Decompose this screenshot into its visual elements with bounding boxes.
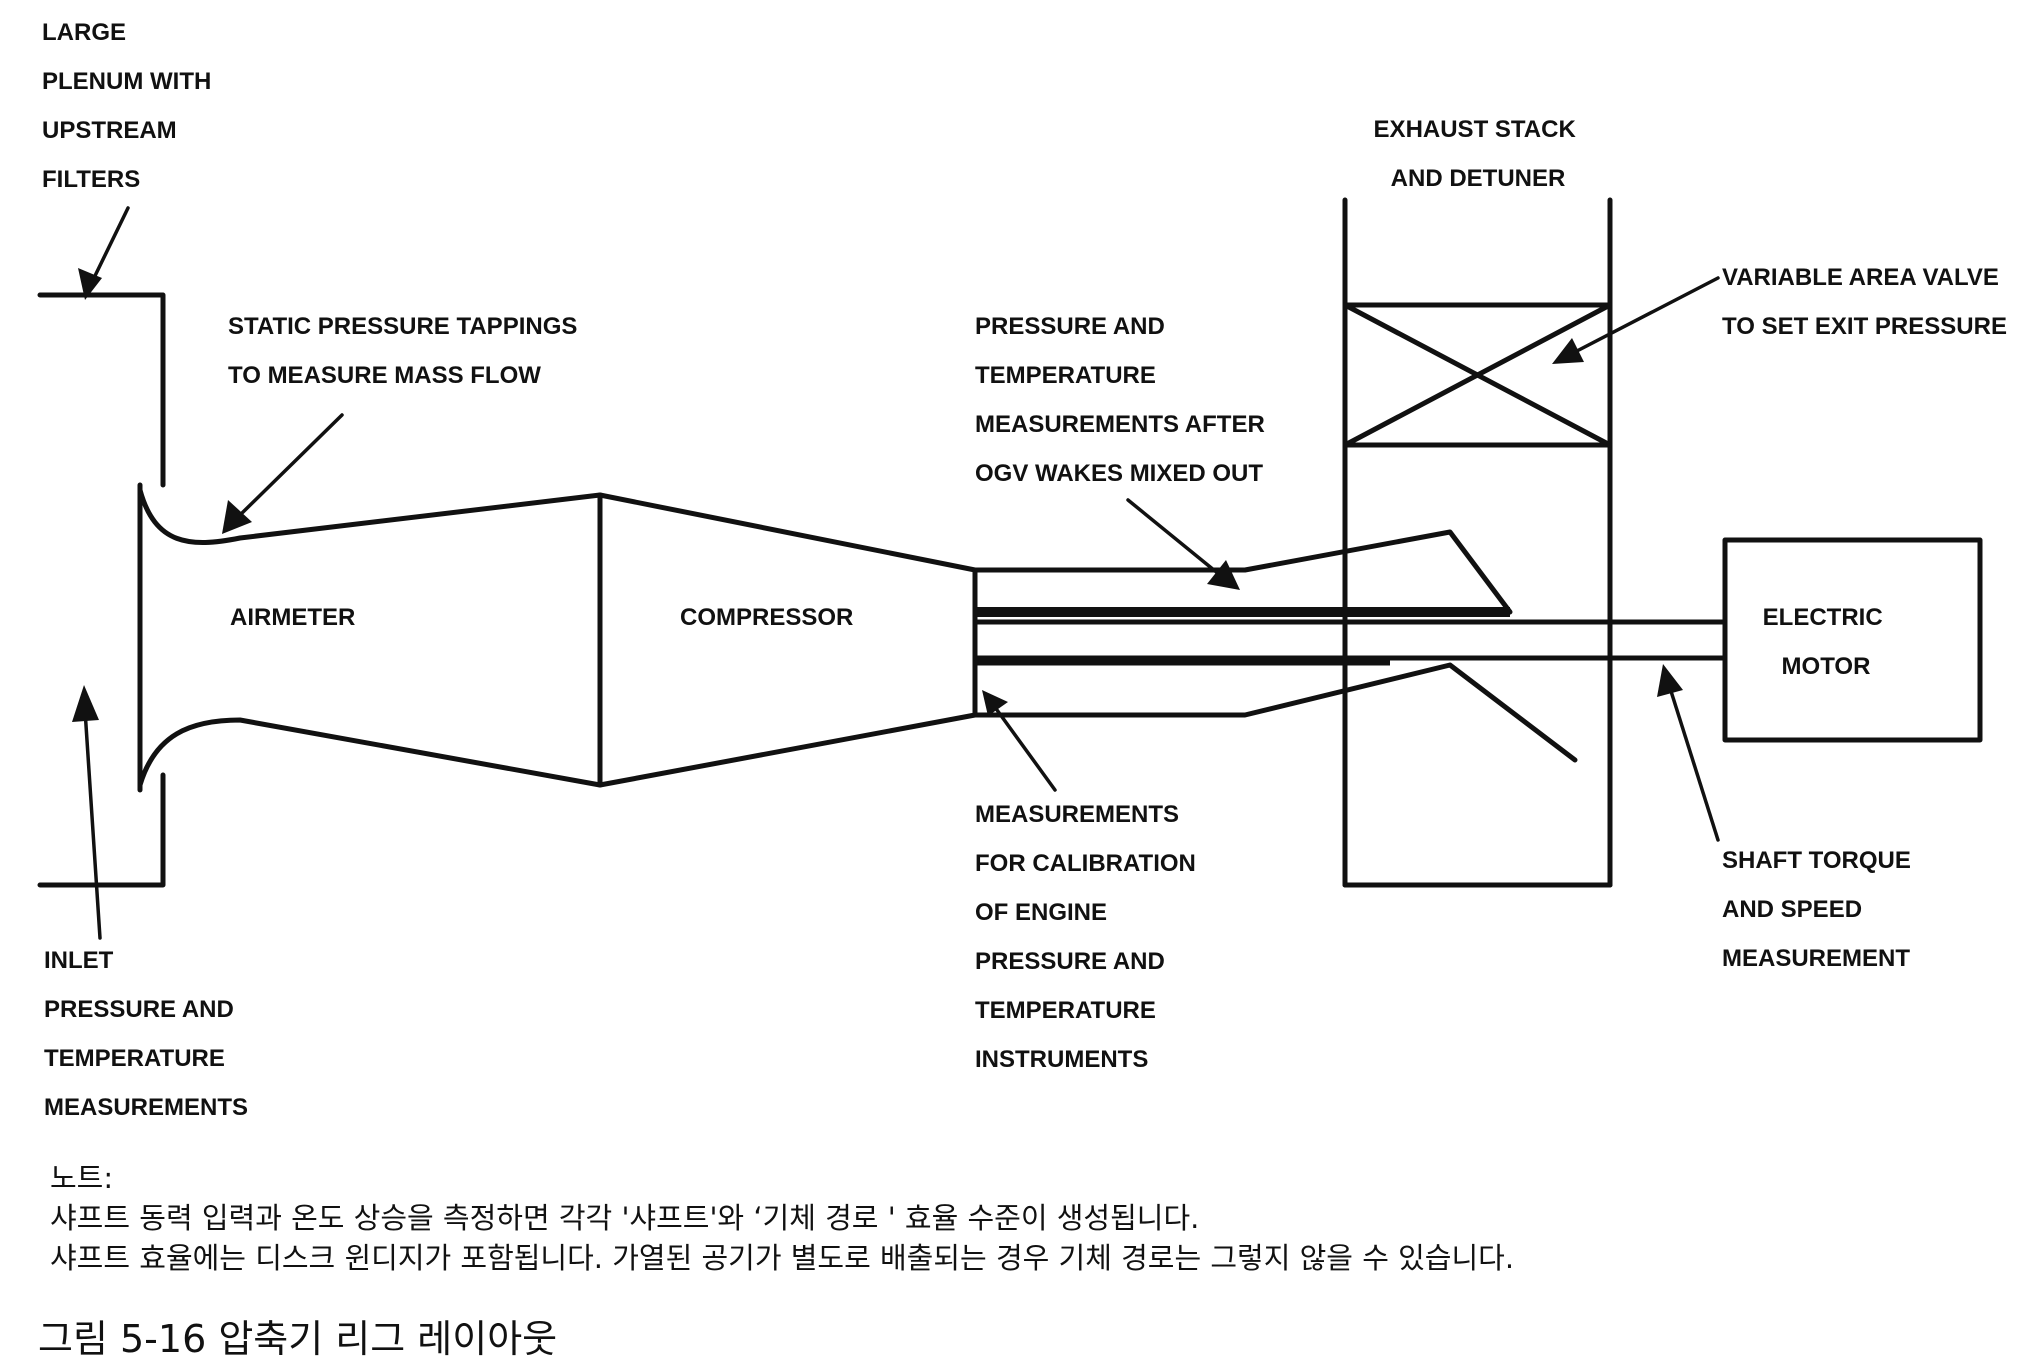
label-variable-valve: VARIABLE AREA VALVE TO SET EXIT PRESSURE <box>1722 264 2007 340</box>
compressor-shape <box>597 492 978 788</box>
electric-motor <box>1722 537 1983 743</box>
arrow-static-tappings <box>222 413 344 534</box>
note-heading: 노트: <box>50 1161 114 1195</box>
plenum-outline <box>37 292 166 888</box>
arrow-ogv <box>1126 498 1240 590</box>
arrow-valve <box>1552 276 1720 364</box>
label-static-tappings: STATIC PRESSURE TAPPINGS TO MEASURE MASS… <box>228 313 584 389</box>
label-electric-motor: ELECTRIC MOTOR <box>1763 604 1890 680</box>
arrow-calibration <box>982 690 1057 792</box>
airmeter-shape <box>137 482 603 793</box>
note-block: 노트: 샤프트 동력 입력과 온도 상승을 측정하면 각각 '샤프트'와 ‘기체… <box>50 1158 1514 1278</box>
figure-caption: 그림 5-16 압축기 리그 레이아웃 <box>38 1317 558 1361</box>
arrow-plenum <box>78 206 130 300</box>
variable-area-valve <box>1342 302 1613 448</box>
arrow-shaft <box>1657 664 1720 842</box>
note-line-2: 샤프트 효율에는 디스크 윈디지가 포함됩니다. 가열된 공기가 별도로 배출되… <box>50 1241 1515 1275</box>
drive-shaft <box>972 619 1728 661</box>
label-plenum: LARGE PLENUM WITH UPSTREAM FILTERS <box>42 19 218 193</box>
label-airmeter: AIRMETER <box>230 604 355 631</box>
label-ogv-measurements: PRESSURE AND TEMPERATURE MEASUREMENTS AF… <box>975 313 1271 487</box>
label-calibration-measurements: MEASUREMENTS FOR CALIBRATION OF ENGINE P… <box>975 801 1203 1073</box>
exit-duct <box>972 529 1578 763</box>
note-line-1: 샤프트 동력 입력과 온도 상승을 측정하면 각각 '샤프트'와 ‘기체 경로 … <box>50 1201 1200 1235</box>
label-shaft-torque: SHAFT TORQUE AND SPEED MEASUREMENT <box>1722 847 1918 972</box>
label-inlet-measurements: INLET PRESSURE AND TEMPERATURE MEASUREME… <box>44 947 248 1121</box>
label-compressor: COMPRESSOR <box>680 604 853 631</box>
label-exhaust-stack: EXHAUST STACK AND DETUNER <box>1374 116 1583 192</box>
arrow-inlet <box>72 685 102 940</box>
